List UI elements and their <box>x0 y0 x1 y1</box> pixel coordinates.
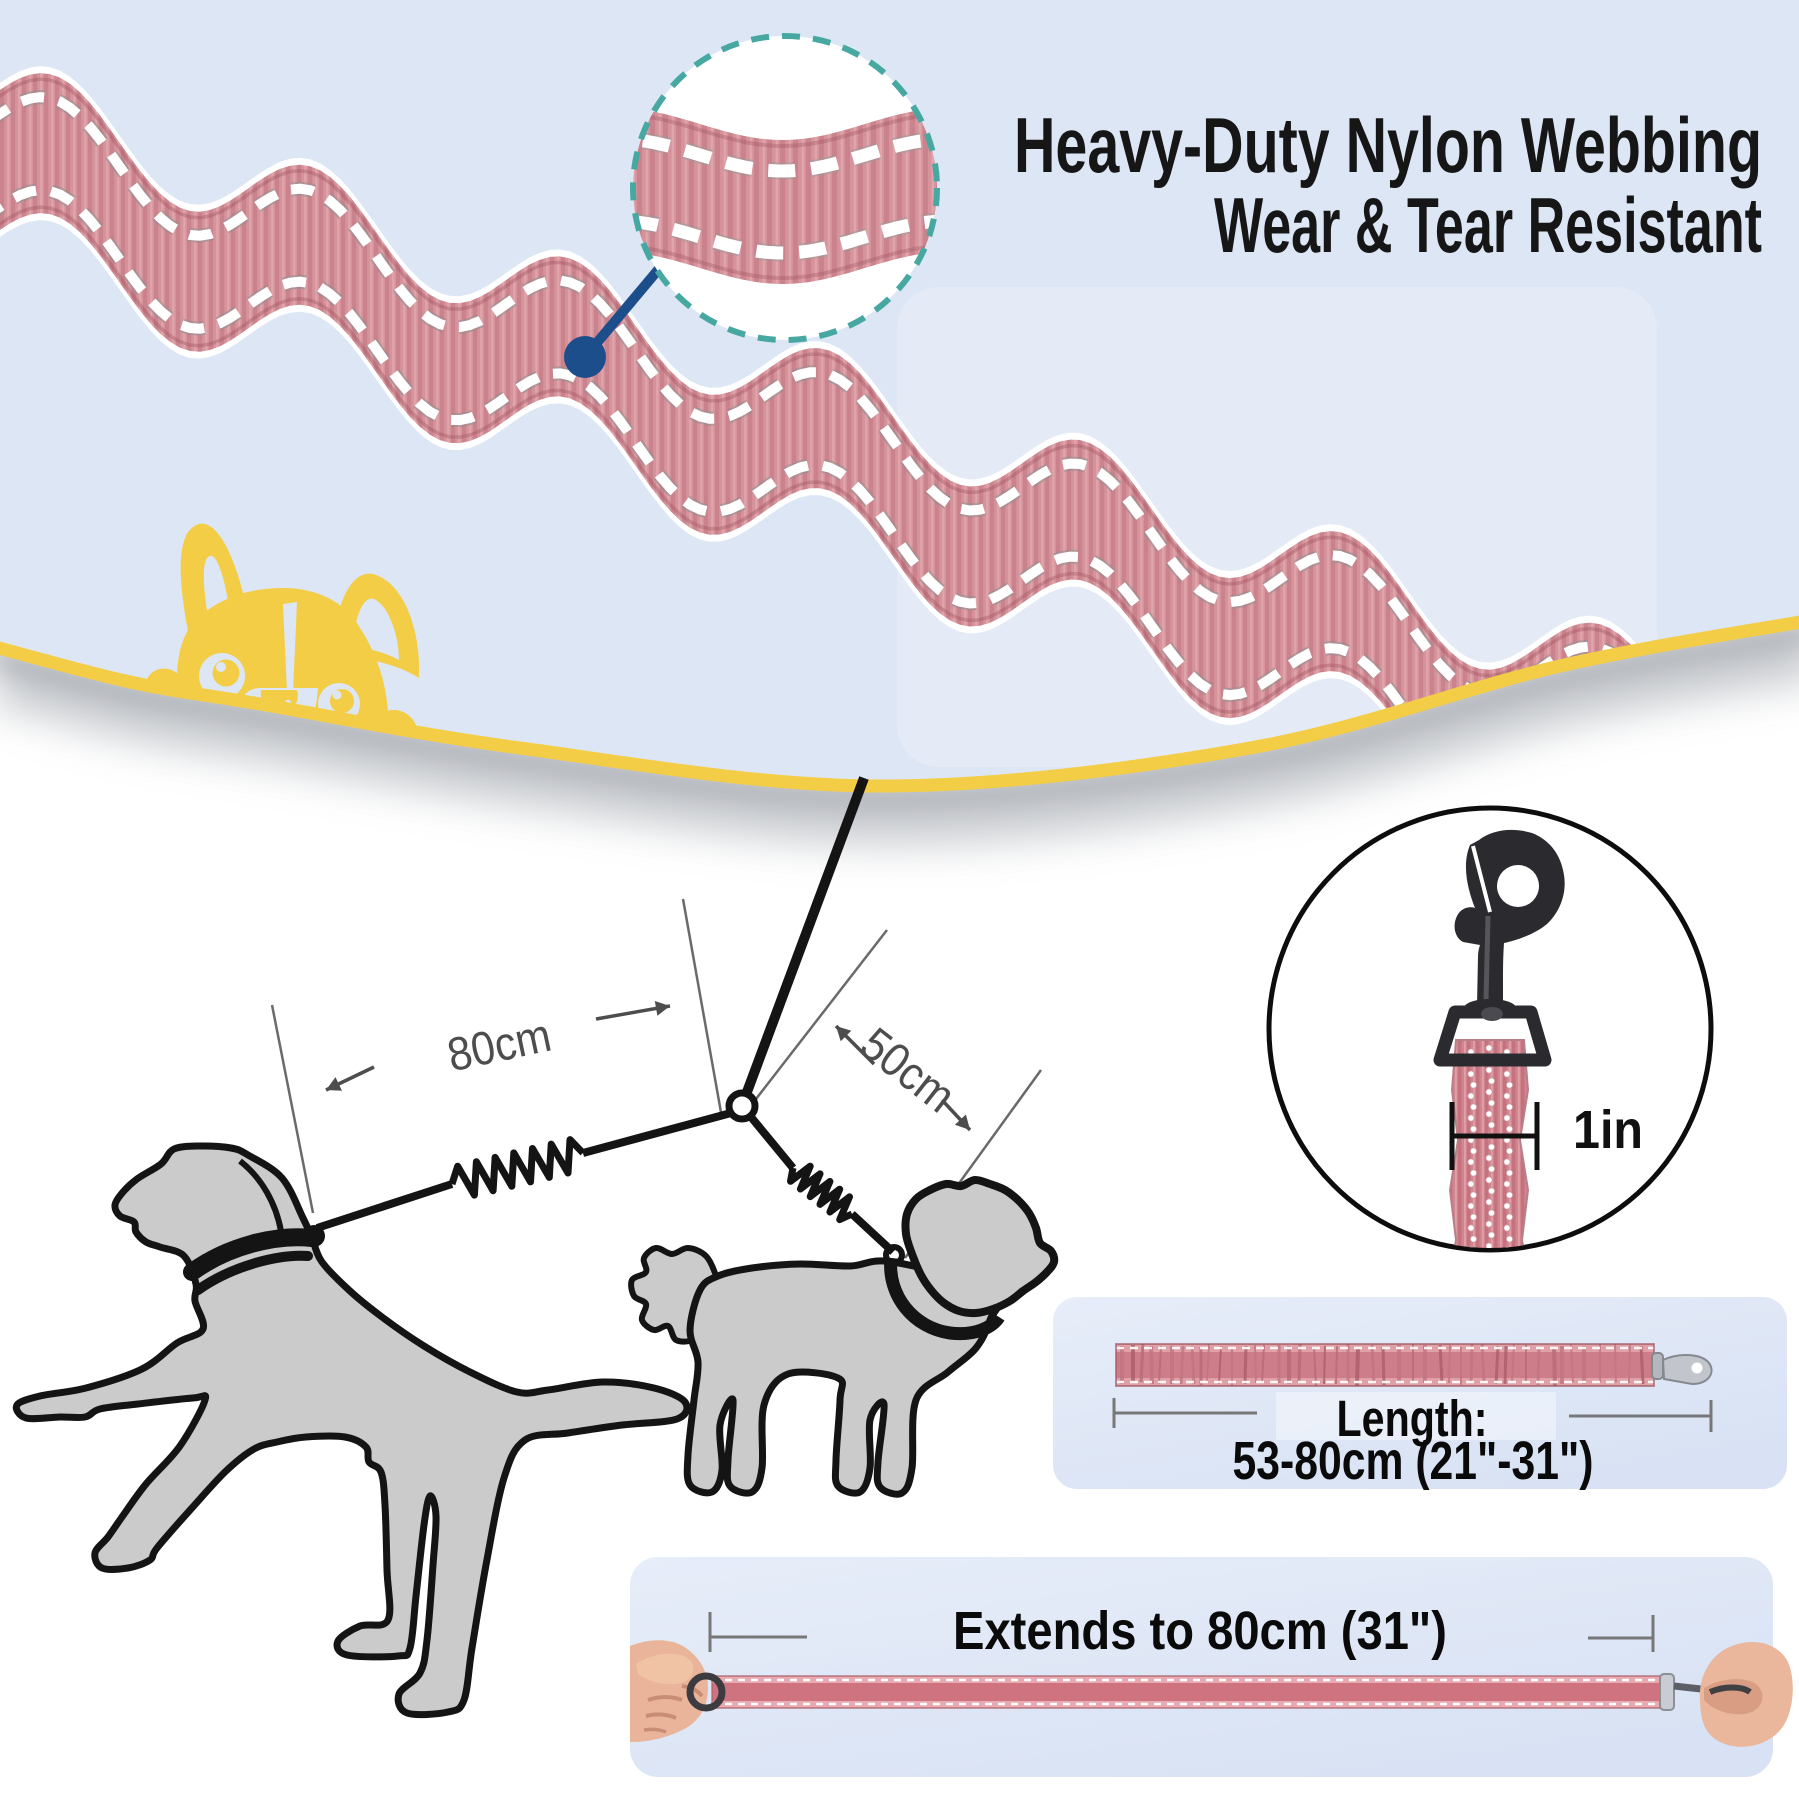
svg-text:Wear & Tear Resistant: Wear & Tear Resistant <box>1214 181 1762 269</box>
svg-text:Extends to 80cm (31"): Extends to 80cm (31") <box>953 1601 1447 1661</box>
svg-text:53-80cm (21"-31"): 53-80cm (21"-31") <box>1233 1431 1594 1491</box>
svg-text:Heavy-Duty Nylon Webbing: Heavy-Duty Nylon Webbing <box>1014 101 1762 189</box>
svg-text:1in: 1in <box>1573 1100 1643 1160</box>
svg-text:Length:: Length: <box>1337 1390 1488 1447</box>
